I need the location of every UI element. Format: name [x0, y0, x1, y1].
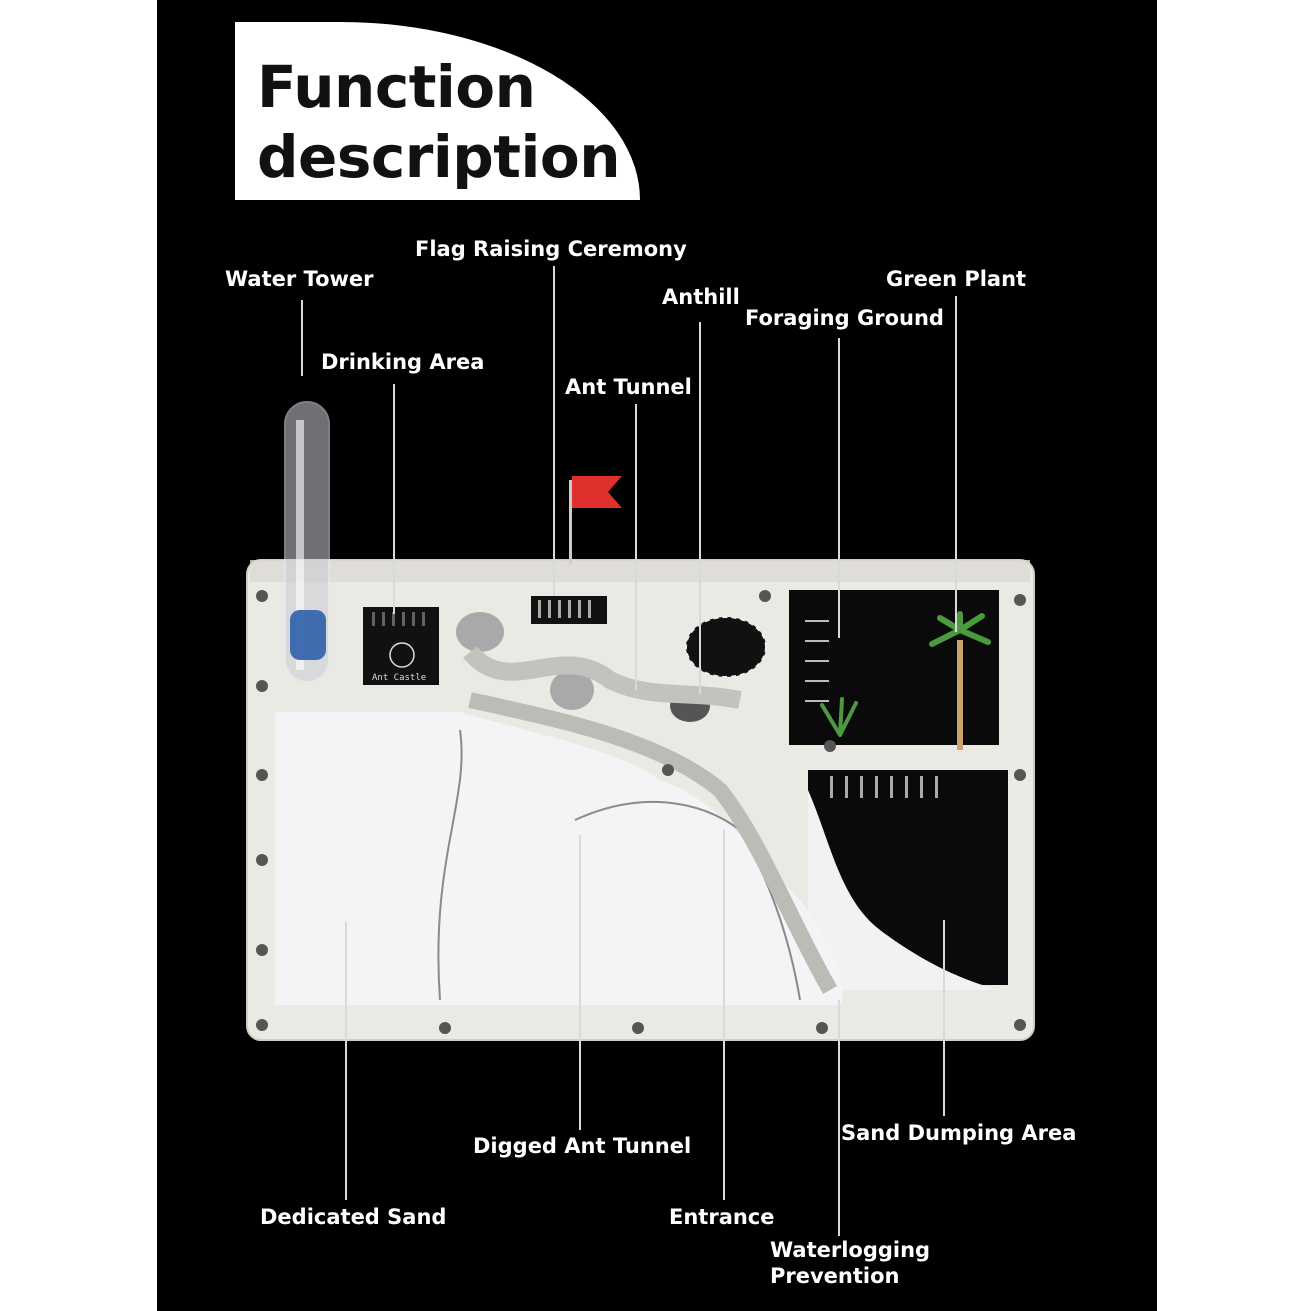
leader-waterlogging [838, 1000, 840, 1236]
page-title: Function description [257, 53, 621, 191]
label-waterlogging-prevention: Waterlogging Prevention [770, 1238, 931, 1288]
label-ant-tunnel: Ant Tunnel [565, 375, 692, 399]
leader-green-plant [955, 296, 957, 632]
label-green-plant: Green Plant [886, 267, 1027, 291]
foraging-ground [789, 590, 999, 745]
label-water-tower: Water Tower [225, 267, 374, 291]
green-plant [820, 611, 991, 750]
leader-anthill [699, 322, 701, 694]
label-dedicated-sand: Dedicated Sand [260, 1205, 447, 1229]
dedicated-sand [275, 712, 843, 1005]
leader-entrance [723, 830, 725, 1200]
leader-ant-tunnel [635, 404, 637, 690]
drinking-area-panel [363, 607, 439, 685]
ant-castle-print: Ant Castle [372, 673, 426, 683]
leader-drinking-area [393, 384, 395, 614]
leader-water-tower [301, 300, 303, 376]
flag [569, 476, 622, 564]
label-sand-dumping-area: Sand Dumping Area [841, 1121, 1077, 1145]
frame-screws [256, 590, 1026, 1034]
anthill-mound [685, 616, 767, 678]
leader-dedicated-sand [345, 922, 347, 1200]
label-anthill: Anthill [662, 285, 740, 309]
leader-flag-raising [553, 266, 555, 596]
leader-digged-ant-tunnel [579, 835, 581, 1130]
leader-foraging-ground [838, 338, 840, 638]
label-flag-raising-ceremony: Flag Raising Ceremony [415, 237, 687, 261]
label-drinking-area: Drinking Area [321, 350, 485, 374]
water-tower-tube [284, 401, 330, 683]
leader-sand-dumping [943, 920, 945, 1116]
label-entrance: Entrance [669, 1205, 775, 1229]
label-foraging-ground: Foraging Ground [745, 306, 944, 330]
label-digged-ant-tunnel: Digged Ant Tunnel [473, 1134, 692, 1158]
